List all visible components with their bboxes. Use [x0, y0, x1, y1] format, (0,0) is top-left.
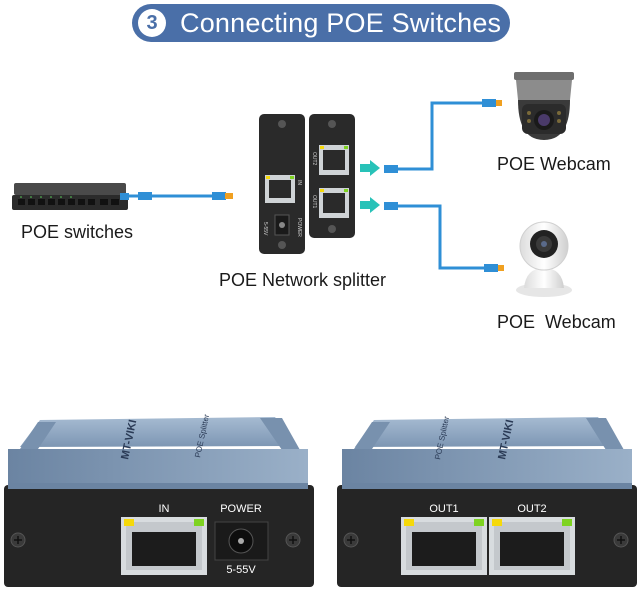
- device-left-voltage-label: 5-55V: [226, 564, 256, 576]
- splitter-small-in-label: IN: [296, 180, 302, 185]
- ethernet-cable: [129, 192, 233, 200]
- splitter-small-voltage: 5-55V: [262, 222, 268, 236]
- splitter-device-out: [337, 417, 637, 587]
- device-right-out2-label: OUT2: [517, 503, 546, 515]
- device-left-port-label: IN: [159, 503, 170, 515]
- arrow-right-icon: [360, 160, 380, 176]
- splitter-in-unit: [259, 114, 305, 254]
- splitter-small-out1: OUT1: [311, 195, 317, 209]
- banner-title: Connecting POE Switches: [180, 7, 502, 38]
- ethernet-port-icon: [319, 145, 349, 175]
- network-switch-icon: [12, 183, 129, 210]
- ethernet-port-icon: [401, 517, 487, 575]
- ethernet-port-icon: [121, 517, 207, 575]
- dome-camera-icon: [516, 221, 572, 297]
- webcam-top-label: POE Webcam: [497, 154, 611, 174]
- power-jack-icon: [214, 521, 269, 561]
- ethernet-port-icon: [489, 517, 575, 575]
- splitter-device-in: [4, 417, 314, 587]
- step-badge: 3: [138, 9, 166, 37]
- ethernet-cable: [384, 99, 502, 173]
- device-right-out1-label: OUT1: [429, 503, 458, 515]
- device-left-power-label: POWER: [220, 503, 262, 515]
- ethernet-cable: [384, 202, 504, 272]
- title-banner: 3 Connecting POE Switches: [132, 4, 510, 42]
- ethernet-port-icon: [319, 188, 349, 218]
- poe-switches-label: POE switches: [21, 222, 134, 242]
- ethernet-port-icon: [265, 175, 295, 203]
- splitter-small-power: POWER: [296, 218, 302, 237]
- poe-splitter-label: POE Network splitter: [219, 270, 387, 290]
- webcam-bottom-label: POE Webcam: [497, 312, 616, 332]
- splitter-small-out2: OUT2: [311, 152, 317, 166]
- splitter-out-unit: [309, 114, 355, 238]
- ptz-camera-icon: [514, 72, 574, 140]
- arrow-right-icon: [360, 197, 380, 213]
- power-jack-icon: [274, 214, 290, 236]
